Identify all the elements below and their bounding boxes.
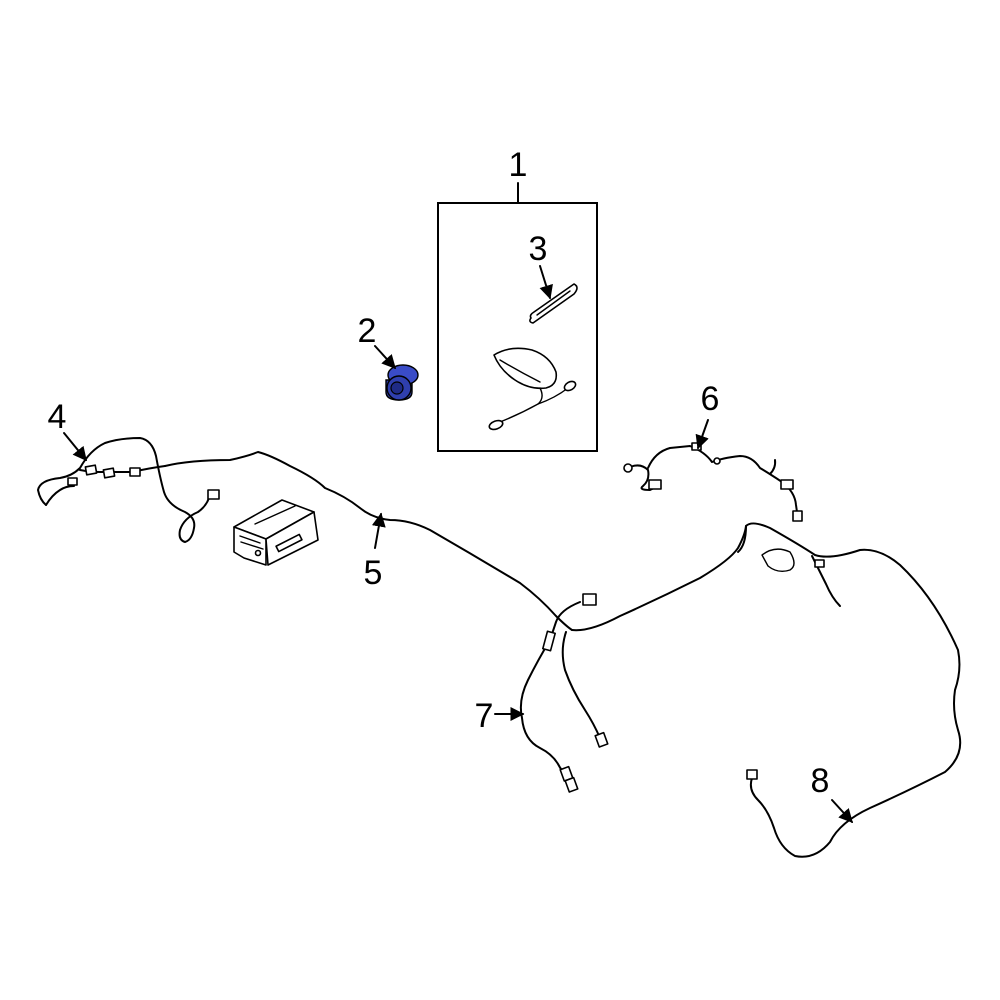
grommet-part[interactable]: 2 — [358, 312, 419, 401]
leader-3 — [539, 265, 553, 300]
harness-8-loop — [761, 548, 795, 573]
leader-2 — [374, 345, 396, 370]
module-slot — [275, 533, 303, 553]
harness-6-connector-a — [623, 463, 633, 473]
harness-5[interactable]: 5 — [164, 451, 573, 631]
callout-1: 1 — [509, 146, 528, 184]
module-detail-a — [239, 535, 261, 544]
leader-4 — [63, 432, 87, 462]
callout-2: 2 — [358, 312, 377, 350]
module-knob — [254, 549, 262, 557]
harness-7-wire — [519, 601, 581, 777]
harness-5-wire — [164, 451, 573, 631]
callout-8: 8 — [811, 762, 830, 800]
callout-4: 4 — [48, 398, 67, 436]
antenna-assembly[interactable] — [488, 347, 577, 431]
harness-6-wire-b — [647, 445, 798, 513]
antenna-connector-b — [563, 380, 577, 392]
callout-5: 5 — [364, 554, 383, 592]
harness-6-connector-d — [713, 457, 721, 465]
harness-4[interactable]: 4 — [37, 398, 220, 543]
antenna-gasket[interactable]: 3 — [529, 230, 578, 324]
harness-7[interactable]: 7 — [475, 593, 609, 793]
leader-5 — [371, 512, 386, 549]
harness-7-connector-d — [564, 776, 579, 793]
harness-7-wire-b — [561, 631, 601, 739]
grommet-hole — [390, 381, 404, 395]
leader-6 — [695, 419, 709, 450]
leader-8 — [831, 799, 853, 824]
harness-4-connector-b — [102, 467, 116, 479]
module-detail-b — [240, 541, 264, 550]
antenna-gasket-inner — [536, 290, 571, 316]
radio-module[interactable] — [233, 499, 319, 566]
callout-6: 6 — [701, 380, 720, 418]
harness-4-wire — [37, 437, 211, 543]
harness-6-connector-e — [780, 479, 794, 490]
harness-8-wire-b — [737, 525, 747, 553]
callout-3: 3 — [529, 230, 548, 268]
harness-8[interactable]: 8 — [571, 522, 962, 858]
callout-7: 7 — [475, 697, 494, 735]
harness-4-wire-b — [45, 485, 75, 506]
harness-6-connector-f — [792, 510, 803, 522]
harness-8-wire — [571, 522, 962, 858]
harness-8-connector-b — [746, 769, 758, 780]
harness-4-connector-e — [67, 477, 78, 486]
harness-6[interactable]: 6 — [623, 380, 803, 522]
antenna-fin-edge — [499, 359, 541, 383]
harness-6-connector-b — [648, 479, 662, 490]
harness-4-connector-a — [84, 464, 98, 476]
harness-7-connector-a — [582, 593, 597, 606]
harness-8-connector-a — [814, 559, 825, 568]
antenna-fin — [493, 347, 558, 390]
antenna-cable — [499, 387, 543, 423]
harness-8-wire-c — [811, 555, 841, 607]
harness-7-connector-e — [594, 731, 609, 748]
harness-4-connector-d — [207, 489, 220, 500]
harness-7-connector-b — [542, 630, 556, 652]
harness-6-wire-c — [769, 459, 777, 475]
harness-4-connector-c — [129, 467, 141, 477]
module-top-line — [254, 505, 296, 525]
antenna-kit-group[interactable]: 1 — [437, 146, 598, 452]
antenna-connector-a — [488, 419, 504, 431]
harness-6-wire — [627, 464, 659, 491]
